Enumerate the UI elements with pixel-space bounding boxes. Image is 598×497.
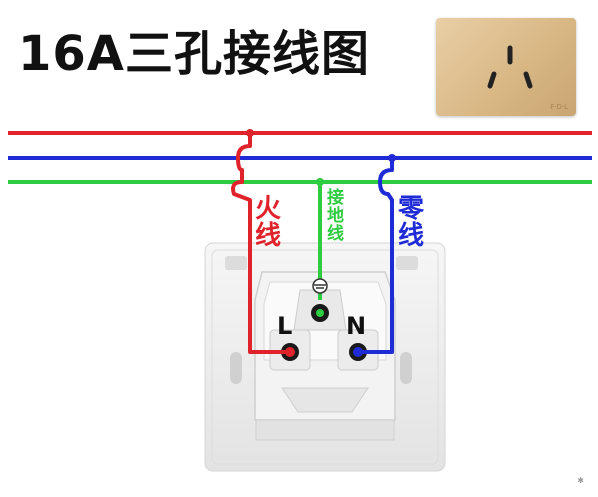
terminal-n-label: N: [346, 312, 367, 340]
terminal-l-label: L: [277, 312, 293, 340]
mount-slot-left: [230, 352, 242, 384]
page-title: 16A三孔接线图: [18, 26, 370, 82]
ground-wire-label: 接地线: [327, 188, 344, 244]
live-junction-dot: [246, 129, 254, 137]
watermark: ✱: [577, 476, 584, 485]
live-wire-label: 火线: [255, 194, 282, 252]
mount-slot-right: [400, 352, 412, 384]
thumbnail-brand: F·D·L: [550, 103, 568, 111]
socket-holes-icon: [487, 45, 533, 89]
live-wire: [231, 133, 290, 354]
neutral-wire-label: 零线: [398, 194, 425, 252]
socket-thumbnail: F·D·L: [436, 18, 576, 116]
neutral-wire: [358, 158, 394, 354]
neutral-junction-dot: [388, 154, 396, 162]
ground-junction-dot: [316, 178, 324, 186]
terminal-block: [254, 271, 396, 441]
ground-symbol-icon: [312, 278, 328, 294]
